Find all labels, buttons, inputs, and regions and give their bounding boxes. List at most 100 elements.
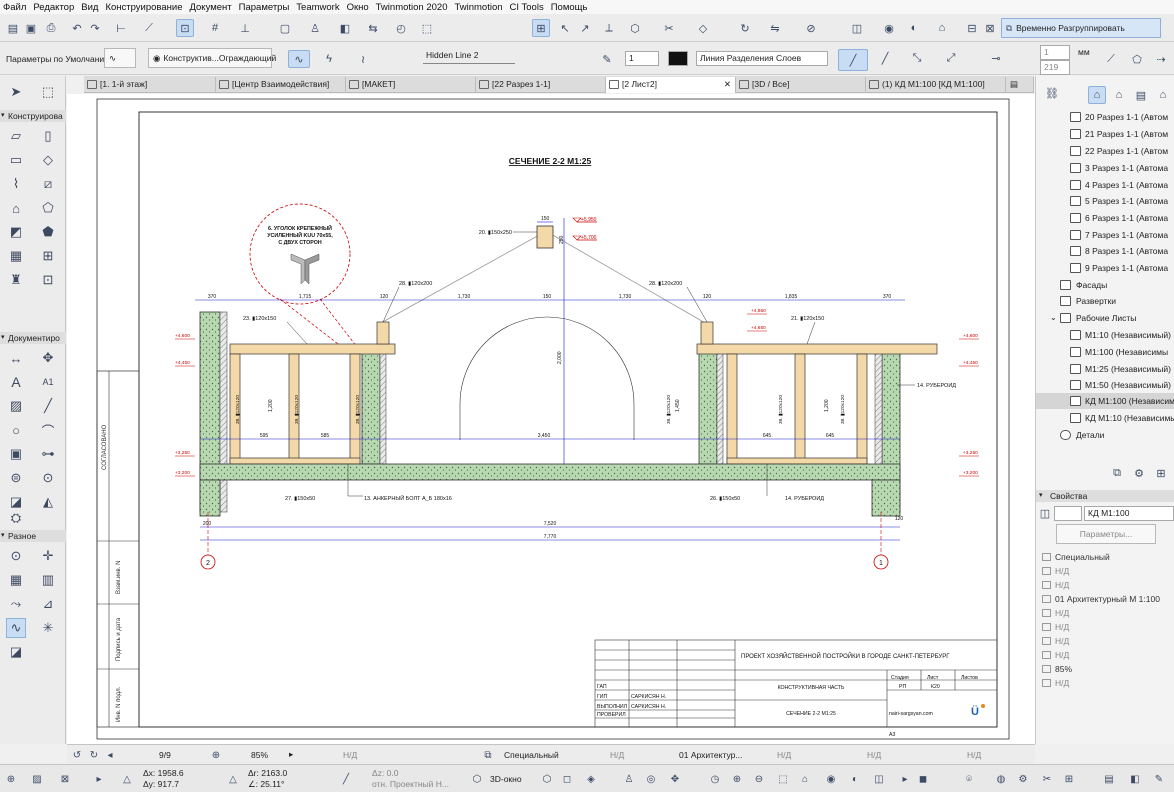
section-construct[interactable]: Конструирова — [0, 110, 66, 122]
extra-tool-3-icon[interactable]: ⇢ — [1156, 53, 1166, 66]
camera-icon[interactable]: ◫ — [851, 22, 863, 35]
section-tool-icon[interactable]: ⊶ — [41, 446, 55, 461]
tab-sheet-2[interactable]: [2 Лист2]✕ — [606, 77, 736, 93]
cube-view-icon[interactable]: ⬡ — [542, 773, 552, 785]
menu-view[interactable]: Вид — [81, 1, 99, 13]
menu-options[interactable]: Параметры — [238, 1, 290, 13]
layer-combo-icon[interactable]: ▢ — [279, 22, 291, 35]
nav-item-section-4[interactable]: 4 Разрез 1-1 (Автома — [1036, 177, 1174, 193]
morph-icon[interactable]: ⬟ — [42, 224, 54, 239]
arrow-tool-2-icon[interactable]: ↗ — [580, 22, 590, 35]
grid-toggle-icon[interactable]: ▨ — [32, 773, 42, 785]
pen-field[interactable]: 1 — [625, 51, 659, 66]
slab-icon[interactable]: ◇ — [43, 152, 53, 167]
clone-icon[interactable]: ⊞ — [1156, 467, 1166, 480]
coord-dx[interactable]: Δx: 1958.6 — [143, 768, 184, 778]
pan-icon[interactable]: ✥ — [670, 773, 680, 785]
camera-tool-icon[interactable]: ▦ — [9, 572, 23, 587]
prop-row-nd-6[interactable]: Н/Д — [1036, 648, 1174, 662]
tab-section-22[interactable]: [22 Разрез 1-1] — [476, 77, 606, 93]
gear-icon[interactable]: ⚙ — [1018, 773, 1028, 785]
dim-field-2[interactable]: 219 — [1040, 60, 1070, 75]
zoom-icon[interactable]: ⊕ — [211, 749, 221, 761]
gravity-icon[interactable]: ⊥ — [240, 22, 250, 35]
camera-capture-icon[interactable]: ⌾ — [966, 773, 972, 785]
prop-row-special[interactable]: Специальный — [1036, 550, 1174, 564]
radius-icon[interactable]: △ — [229, 773, 237, 785]
line-dir-2-icon[interactable]: ╱ — [881, 52, 889, 65]
split-view-icon[interactable]: ◧ — [1130, 773, 1140, 785]
nav-item-sheet-m1-50[interactable]: М1:50 (Независимый) — [1036, 377, 1174, 393]
nav-item-facades[interactable]: Фасады — [1036, 277, 1174, 293]
prop-row-nd-4[interactable]: Н/Д — [1036, 620, 1174, 634]
menu-ci-tools[interactable]: CI Tools — [509, 1, 544, 13]
nav-item-section-21[interactable]: 21 Разрез 1-1 (Автом — [1036, 126, 1174, 142]
delta-icon[interactable]: △ — [123, 773, 131, 785]
coord-dy[interactable]: Δy: 917.7 — [143, 779, 179, 789]
status-nd-5[interactable]: Н/Д — [967, 750, 982, 760]
group-icon[interactable]: ⊠ — [985, 22, 995, 35]
view-3d-label[interactable]: 3D-окно — [490, 774, 522, 784]
tab-kd-m1-100[interactable]: (1) КД М1:100 [КД М1:100] — [866, 77, 1006, 93]
nav-item-section-9[interactable]: 9 Разрез 1-1 (Автома — [1036, 260, 1174, 276]
tab-collab-center[interactable]: [Центр Взаимодействия] — [216, 77, 346, 93]
list-view-icon[interactable]: ▤ — [1104, 773, 1114, 785]
label-icon[interactable]: A1 — [42, 377, 54, 387]
line-dir-4-icon[interactable]: ⤢ — [946, 51, 956, 64]
edit-icon[interactable]: ✎ — [1154, 773, 1164, 785]
shell-icon[interactable]: ⬠ — [42, 200, 54, 215]
settings-icon[interactable]: ⚙ — [1134, 467, 1144, 480]
menu-help[interactable]: Помощь — [550, 1, 588, 13]
prop-row-nd-2[interactable]: Н/Д — [1036, 578, 1174, 592]
open-icon[interactable]: ▤ — [7, 22, 19, 35]
chevron-down-icon[interactable]: ⌄ — [1050, 313, 1057, 322]
mesh-icon[interactable]: ◩ — [9, 224, 23, 239]
box-view-icon[interactable]: ◻ — [562, 773, 572, 785]
circle-icon[interactable]: ○ — [12, 422, 20, 438]
coord-angle[interactable]: ∠: 25.11° — [248, 779, 285, 789]
stair-icon[interactable]: ⌇ — [12, 176, 20, 191]
freehand-icon[interactable]: ≀ — [360, 53, 366, 66]
prev-page-icon[interactable]: ◂ — [107, 749, 113, 761]
shading-icon[interactable]: ◐ — [851, 773, 859, 785]
hat-icon[interactable]: ⌂ — [938, 22, 946, 34]
menu-window[interactable]: Окно — [346, 1, 369, 13]
grid-view-icon[interactable]: ⊞ — [1064, 773, 1074, 785]
zoom-value[interactable]: 85% — [251, 750, 269, 760]
beam-icon[interactable]: ▭ — [9, 152, 23, 167]
navigator-menu-icon[interactable]: ⛓ — [1045, 87, 1059, 100]
new-view-icon[interactable]: ⧉ — [1113, 466, 1121, 479]
zoom-out-view-icon[interactable]: ⊖ — [754, 773, 764, 785]
layer-field[interactable]: Линия Разделения Слоев — [696, 51, 828, 66]
polyline-mode-icon[interactable]: ∿ — [288, 50, 310, 68]
nav-item-details[interactable]: Детали — [1036, 427, 1174, 443]
zoom-view-icon[interactable]: ⊕ — [732, 773, 742, 785]
globe-icon[interactable]: ◍ — [996, 773, 1006, 785]
fly-icon[interactable]: ◷ — [710, 773, 720, 785]
wave-tool-icon[interactable]: ∿ — [6, 618, 26, 638]
tracker-icon[interactable]: ⊕ — [6, 773, 16, 785]
layout-book-icon[interactable]: ▤ — [1135, 89, 1147, 102]
status-nd-1[interactable]: Н/Д — [343, 750, 358, 760]
selection-mode-icon[interactable]: ⊡ — [176, 19, 194, 37]
show-trace-icon[interactable]: ◧ — [339, 22, 351, 35]
trace-icon[interactable]: ◴ — [396, 22, 406, 35]
marquee-icon[interactable]: ⬚ — [421, 22, 433, 35]
worksheet-tool-icon[interactable]: ◪ — [9, 494, 23, 509]
nav-item-sheet-m1-25[interactable]: М1:25 (Независимый) — [1036, 361, 1174, 377]
curtain-wall-icon[interactable]: ▦ — [9, 248, 23, 263]
column-icon[interactable]: ▯ — [44, 128, 52, 143]
drawing-canvas[interactable]: СОГЛАСОВАНО Взам.инв. N Подпись и дата И… — [67, 94, 1035, 744]
perspective-view-icon[interactable]: ◈ — [587, 773, 595, 785]
view-icon[interactable]: ◐ — [910, 22, 918, 34]
pen-color-swatch[interactable] — [668, 51, 688, 66]
prop-row-nd-7[interactable]: Н/Д — [1036, 676, 1174, 690]
nav-item-sheet-kd-m1-10[interactable]: КД М1:10 (Независимы — [1036, 410, 1174, 426]
roof-icon[interactable]: ⌂ — [12, 200, 20, 216]
line-dir-1-icon[interactable]: ╱ — [838, 49, 868, 71]
snap-grid-icon[interactable]: ⊞ — [532, 19, 550, 37]
dimension-icon[interactable]: ↔ — [9, 350, 23, 366]
line-icon[interactable]: ╱ — [44, 398, 52, 413]
eye-view-icon[interactable]: ◉ — [826, 773, 836, 785]
line-type-button[interactable]: ∿ — [104, 48, 136, 68]
